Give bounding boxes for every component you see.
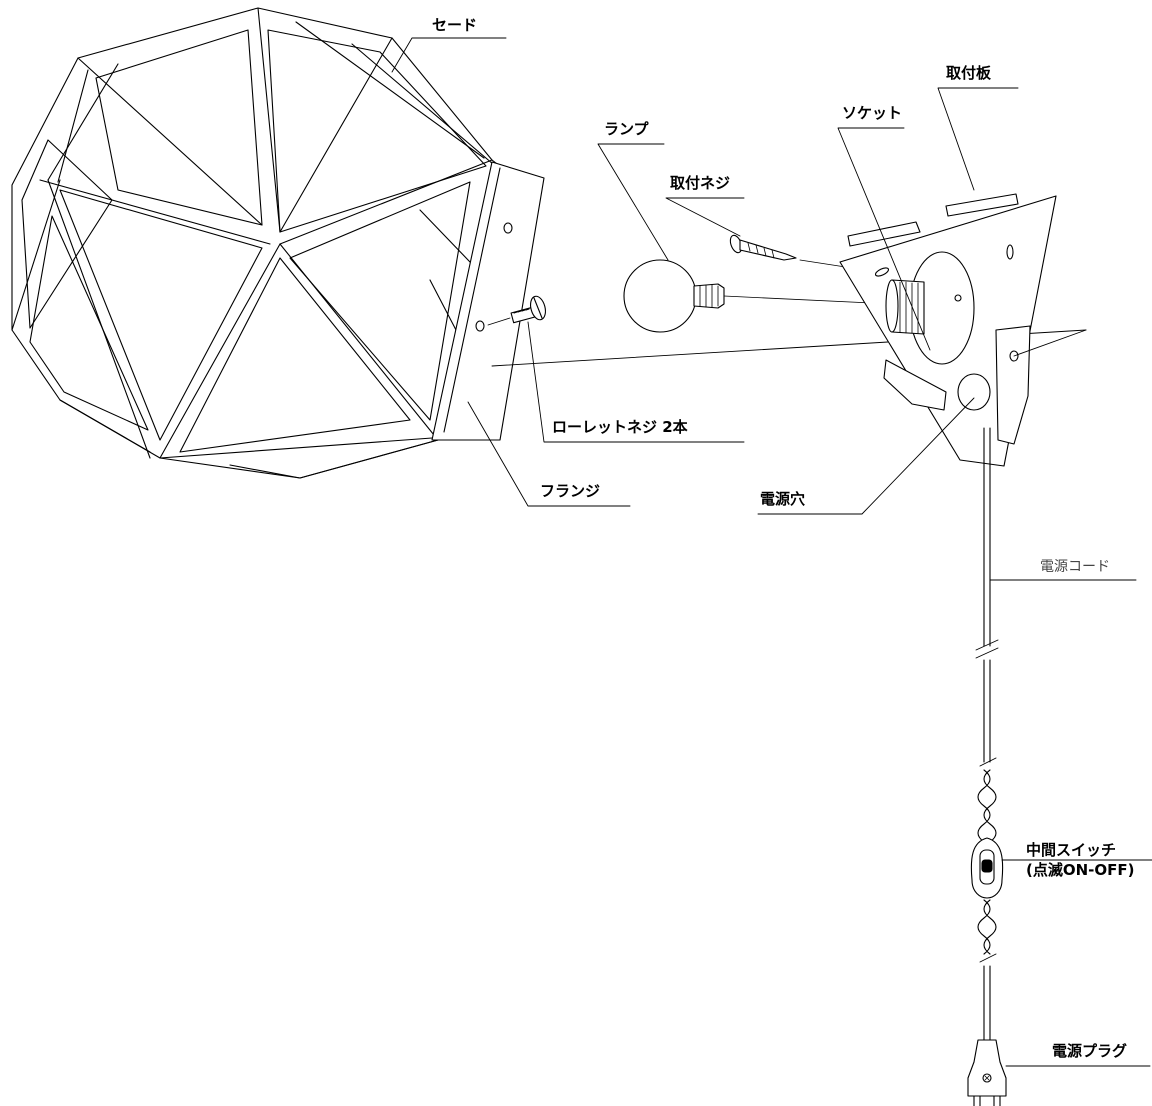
label-shade: セード — [432, 16, 478, 34]
leader-lines — [391, 37, 1152, 1067]
lamp-bulb — [623, 259, 697, 333]
leader-flange — [467, 401, 631, 507]
flange-edge — [443, 167, 501, 433]
plate-tab — [847, 221, 921, 247]
shade — [11, 7, 545, 479]
flange-screw-hole — [475, 320, 485, 332]
leader-socket — [837, 127, 931, 351]
label-inline-switch: 中間スイッチ (点滅ON-OFF) — [1026, 840, 1135, 880]
label-inline-switch-note: (点滅ON-OFF) — [1026, 861, 1135, 879]
label-lamp: ランプ — [604, 120, 649, 138]
label-socket: ソケット — [842, 104, 903, 122]
plate-hole — [1009, 350, 1019, 362]
shade-frame-bars — [11, 7, 501, 479]
power-hole — [957, 373, 991, 411]
shade-window — [179, 257, 411, 453]
shade-window — [289, 181, 471, 421]
label-flange: フランジ — [540, 482, 601, 500]
plate-tab — [883, 359, 947, 411]
leader-mounting-screw — [665, 197, 745, 237]
knurled-screw — [487, 295, 546, 326]
lamp — [623, 259, 893, 333]
flange — [431, 161, 545, 441]
plate-tab — [945, 193, 1019, 217]
leader-knurled-screw — [527, 321, 745, 443]
plate-slot — [874, 267, 890, 277]
label-mounting-plate: 取付板 — [946, 64, 992, 82]
label-mounting-screw: 取付ネジ — [670, 174, 731, 192]
power-cord — [967, 427, 1007, 1106]
label-inline-switch-name: 中間スイッチ — [1026, 841, 1117, 859]
label-knurled-screws: ローレットネジ 2本 — [552, 418, 688, 436]
leader-mounting-plate — [937, 87, 1019, 191]
shade-window — [267, 29, 487, 233]
lamp-base — [693, 283, 725, 309]
leader-shade — [391, 37, 507, 73]
power-plug — [967, 1039, 1007, 1097]
leader-lamp — [597, 143, 669, 261]
label-power-cord: 電源コード — [1040, 559, 1110, 575]
plate-tab — [995, 325, 1031, 445]
shade-window — [59, 189, 263, 441]
twisted-cord — [977, 769, 997, 843]
plug-screw — [982, 1073, 992, 1083]
label-power-plug: 電源プラグ — [1052, 1042, 1128, 1060]
leader-plate-right — [1013, 329, 1087, 357]
socket — [885, 251, 975, 365]
plate-slot — [1006, 244, 1014, 260]
label-power-hole: 電源穴 — [760, 490, 806, 508]
flange-screw-hole — [503, 222, 513, 234]
shade-window — [29, 215, 149, 431]
leader-power-hole — [757, 397, 975, 515]
